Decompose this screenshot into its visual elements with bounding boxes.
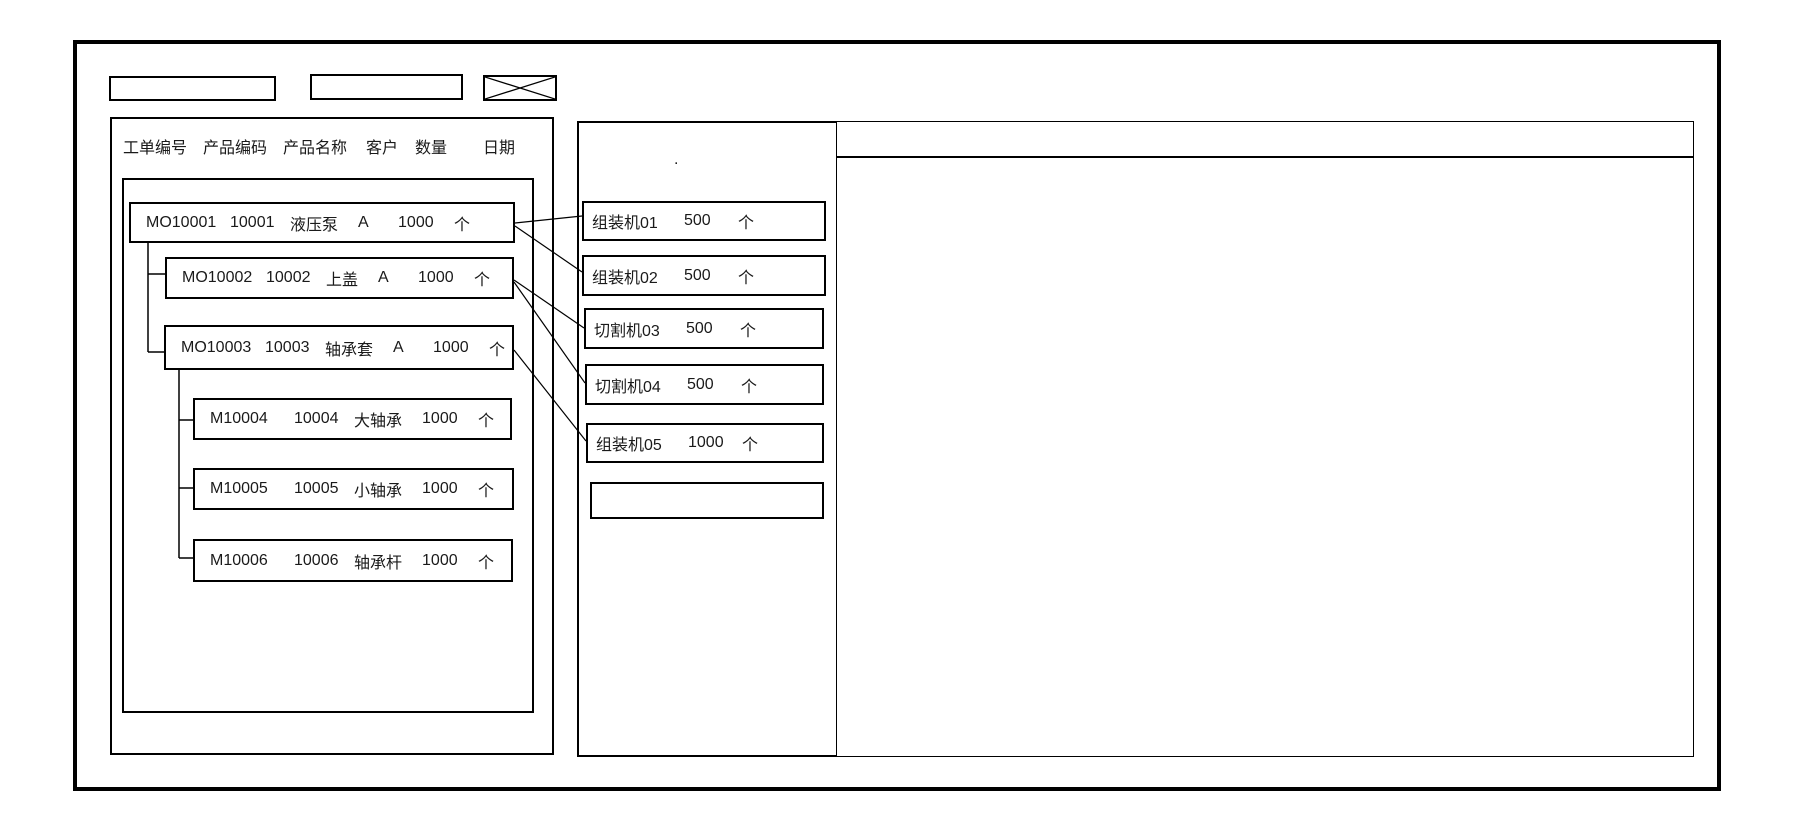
customer: A <box>358 213 369 231</box>
quantity: 1000 <box>398 213 434 231</box>
unit: 个 <box>474 272 491 289</box>
product-code: 10006 <box>294 551 339 569</box>
x-icon <box>485 77 555 99</box>
unit: 个 <box>454 216 471 234</box>
order-id: MO10003 <box>181 338 252 356</box>
column-header-product-code: 产品编码 <box>203 140 268 157</box>
machine-qty: 1000 <box>688 434 724 451</box>
order-node-MO10003[interactable]: MO10003 10003 轴承套 A 1000 个 <box>164 325 514 370</box>
order-id: M10006 <box>210 551 268 569</box>
customer: A <box>378 269 389 286</box>
order-node-MO10001[interactable]: MO10001 10001 液压泵 A 1000 个 <box>129 202 515 243</box>
quantity: 1000 <box>418 269 454 286</box>
unit: 个 <box>741 378 758 396</box>
quantity: 1000 <box>422 410 458 427</box>
machine-name: 切割机03 <box>594 322 660 340</box>
machine-box-04[interactable]: 切割机04 500 个 <box>585 364 824 405</box>
product-code: 10003 <box>265 338 310 356</box>
unit: 个 <box>742 437 759 454</box>
column-header-product-name: 产品名称 <box>283 140 348 157</box>
order-id: MO10002 <box>182 269 253 286</box>
machine-qty: 500 <box>687 375 714 393</box>
toolbar-field-2[interactable] <box>310 74 463 100</box>
column-header-quantity: 数量 <box>415 140 448 157</box>
unit: 个 <box>738 269 755 287</box>
unit: 个 <box>478 554 495 572</box>
machine-qty: 500 <box>684 212 711 229</box>
column-header-customer: 客户 <box>366 140 399 157</box>
product-name: 上盖 <box>326 272 359 289</box>
unit: 个 <box>738 215 755 232</box>
order-node-M10004[interactable]: M10004 10004 大轴承 1000 个 <box>193 398 512 440</box>
machine-qty: 500 <box>686 319 713 337</box>
machine-name: 切割机04 <box>595 378 661 396</box>
machine-box-05[interactable]: 组装机05 1000 个 <box>586 423 824 463</box>
order-id: M10004 <box>210 410 268 427</box>
machine-qty: 500 <box>684 266 711 284</box>
stray-dot: . <box>674 151 679 168</box>
machine-box-empty[interactable] <box>590 482 824 519</box>
toolbar-field-1[interactable] <box>109 76 276 101</box>
machine-name: 组装机01 <box>592 215 658 232</box>
product-code: 10004 <box>294 410 339 427</box>
order-node-M10005[interactable]: M10005 10005 小轴承 1000 个 <box>193 468 514 510</box>
unit: 个 <box>740 322 757 340</box>
close-button[interactable] <box>483 75 557 101</box>
column-header-date: 日期 <box>483 140 516 157</box>
product-code: 10005 <box>294 480 339 497</box>
order-id: M10005 <box>210 480 268 497</box>
machine-name: 组装机05 <box>596 437 662 454</box>
quantity: 1000 <box>433 338 469 356</box>
machine-box-01[interactable]: 组装机01 500 个 <box>582 201 826 241</box>
detail-panel <box>836 121 1694 757</box>
unit: 个 <box>478 413 495 430</box>
product-name: 大轴承 <box>354 413 403 430</box>
product-name: 液压泵 <box>290 216 339 234</box>
product-code: 10002 <box>266 269 311 286</box>
machine-box-03[interactable]: 切割机03 500 个 <box>584 308 824 349</box>
detail-panel-header-divider <box>837 156 1693 158</box>
product-code: 10001 <box>230 213 275 231</box>
customer: A <box>393 338 404 356</box>
order-id: MO10001 <box>146 213 217 231</box>
machine-box-02[interactable]: 组装机02 500 个 <box>582 255 826 296</box>
order-node-M10006[interactable]: M10006 10006 轴承杆 1000 个 <box>193 539 513 582</box>
unit: 个 <box>478 483 495 500</box>
unit: 个 <box>489 341 506 359</box>
order-node-MO10002[interactable]: MO10002 10002 上盖 A 1000 个 <box>165 257 514 299</box>
product-name: 小轴承 <box>354 483 403 500</box>
quantity: 1000 <box>422 551 458 569</box>
product-name: 轴承杆 <box>354 554 403 572</box>
machine-name: 组装机02 <box>592 269 658 287</box>
column-header-order-no: 工单编号 <box>123 140 188 157</box>
quantity: 1000 <box>422 480 458 497</box>
product-name: 轴承套 <box>325 341 374 359</box>
